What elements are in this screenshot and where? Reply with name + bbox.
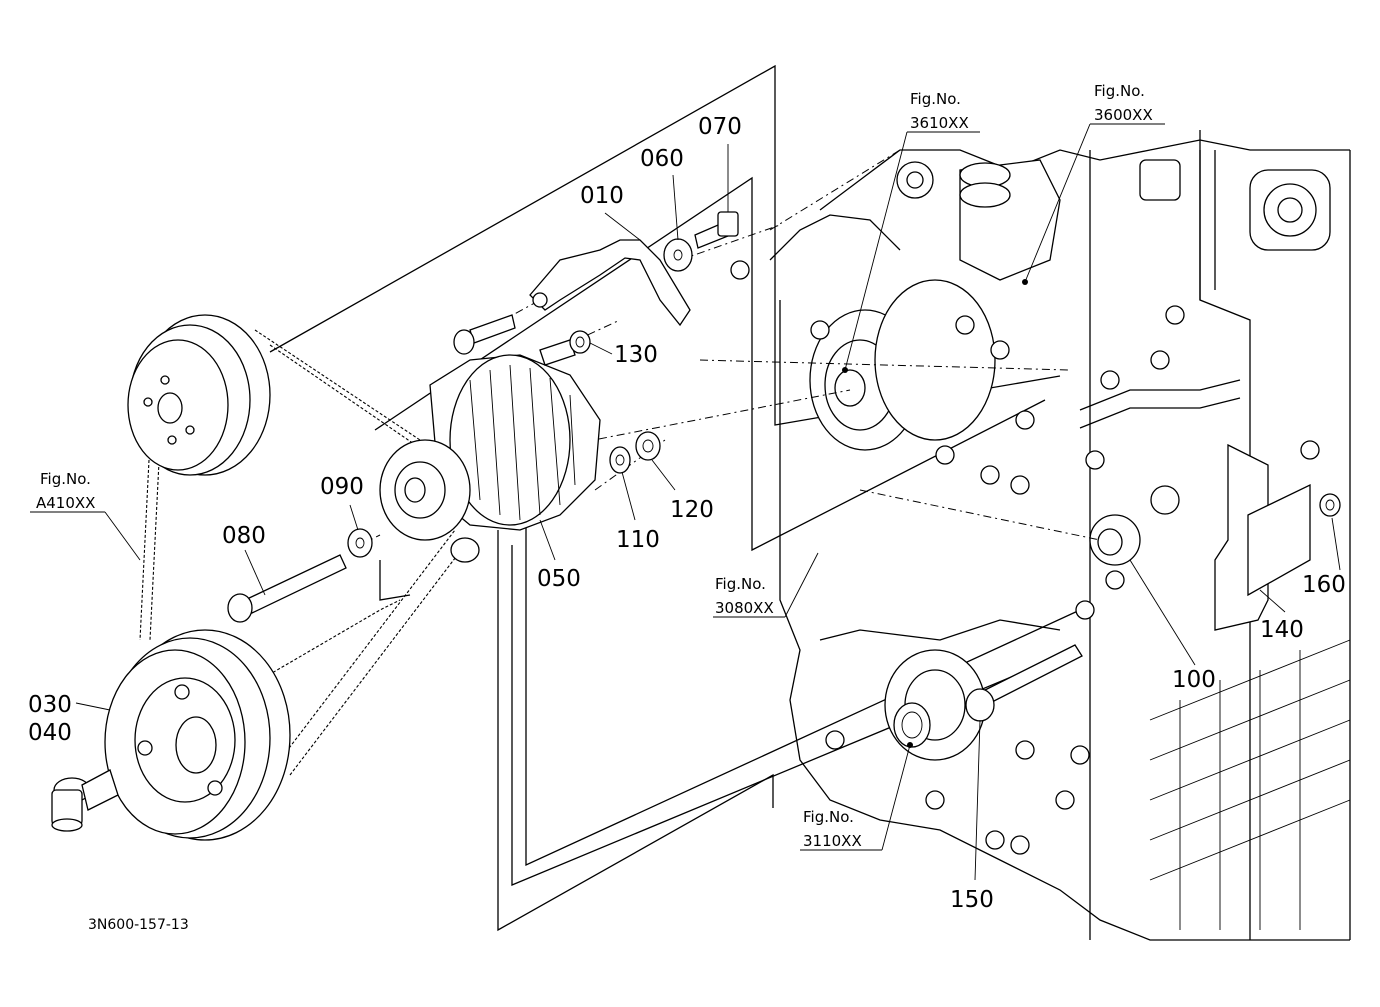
callout-050: 050 [537, 566, 581, 592]
callout-090: 090 [320, 474, 364, 500]
callout-110: 110 [616, 527, 660, 553]
fig-ref-3080-label: Fig.No. [715, 575, 766, 593]
fig-ref-3110-label: Fig.No. [803, 808, 854, 826]
callout-080: 080 [222, 523, 266, 549]
callout-010: 010 [580, 183, 624, 209]
fig-ref-3610-code: 3610XX [910, 114, 969, 132]
fig-ref-a410-label: Fig.No. [40, 470, 91, 488]
crankshaft-pulley [104, 629, 291, 841]
leader-dot-3610 [842, 367, 848, 373]
callout-030: 030 [28, 692, 72, 718]
fig-ref-3600-code: 3600XX [1094, 106, 1153, 124]
washer-060 [663, 238, 693, 272]
callout-060: 060 [640, 146, 684, 172]
callout-070: 070 [698, 114, 742, 140]
leader-dot-3110 [907, 742, 913, 748]
callout-100: 100 [1172, 667, 1216, 693]
fig-ref-3610-label: Fig.No. [910, 90, 961, 108]
figure-reference-labels: Fig.No. A410XX Fig.No. 3610XX Fig.No. 36… [36, 82, 1153, 850]
leader-lines [30, 123, 1341, 881]
assembly-center-lines [359, 149, 1101, 546]
callout-040: 040 [28, 720, 72, 746]
leader-dot-3600 [1022, 279, 1028, 285]
fig-ref-3600-label: Fig.No. [1094, 82, 1145, 100]
v-belt [139, 329, 466, 776]
alternator [379, 339, 601, 563]
part-number-callouts: 010 060 070 130 090 080 110 120 050 030 … [28, 114, 1346, 913]
adjusting-bracket [529, 239, 691, 327]
bolt-080 [227, 554, 347, 623]
fig-ref-a410-code: A410XX [36, 494, 95, 512]
fan-drive-pulley [127, 314, 271, 476]
callout-150: 150 [950, 887, 994, 913]
callout-140: 140 [1260, 617, 1304, 643]
engine-block [730, 130, 1351, 941]
drawing-code: 3N600-157-13 [88, 917, 189, 933]
washer-090 [347, 528, 373, 558]
fig-ref-3080-code: 3080XX [715, 599, 774, 617]
callout-130: 130 [614, 342, 658, 368]
nut-130 [569, 330, 591, 354]
fig-ref-3110-code: 3110XX [803, 832, 862, 850]
washer-110 [609, 446, 631, 474]
crank-pulley-bolt [51, 769, 119, 832]
nut-120 [635, 431, 661, 461]
bolt-070 [694, 211, 739, 249]
callout-160: 160 [1302, 572, 1346, 598]
bolt-near-alternator [453, 314, 516, 355]
callout-120: 120 [670, 497, 714, 523]
